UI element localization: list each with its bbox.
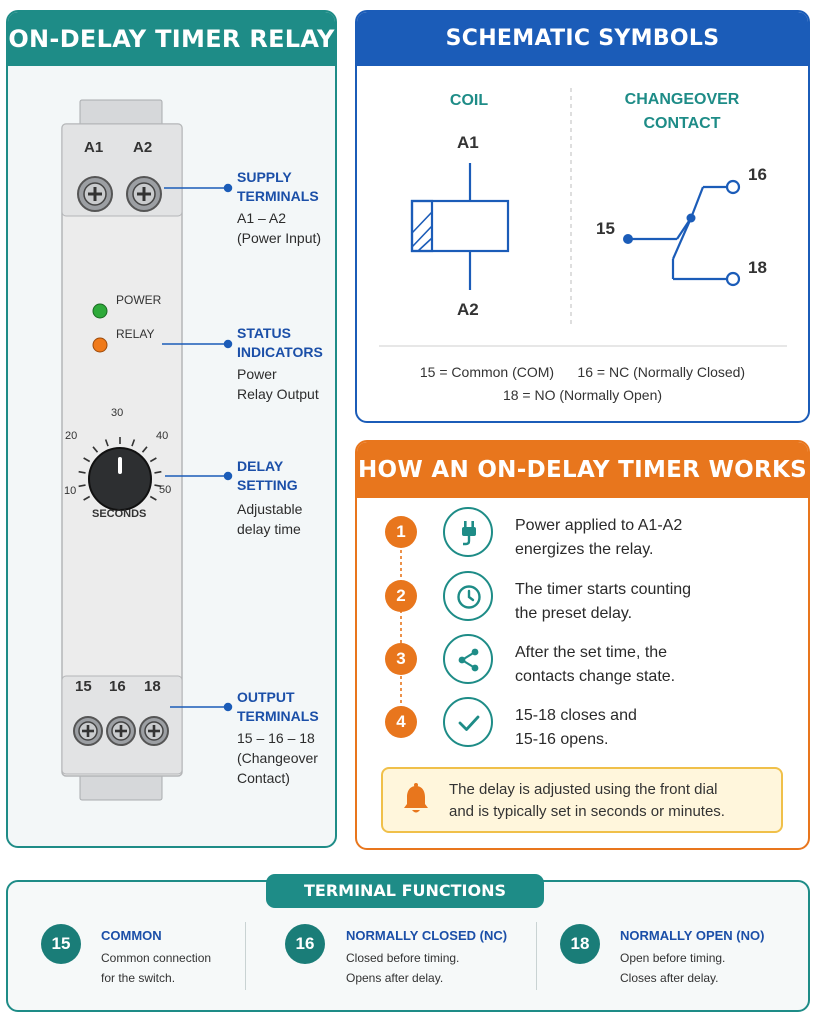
- step-3-badge: 3: [385, 643, 417, 675]
- how-it-works-title: HOW AN ON-DELAY TIMER WORKS: [357, 442, 808, 498]
- step-connector: [400, 538, 402, 720]
- callout-leaders: [162, 183, 233, 712]
- terminal-divider-2: [536, 922, 537, 990]
- callout-supply-title: SUPPLY TERMINALS: [237, 169, 319, 204]
- dial-tick: [83, 495, 91, 501]
- relay-device-illustration: [61, 99, 233, 801]
- schematic-legend-line-1: 15 = Common (COM) 16 = NC (Normally Clos…: [419, 364, 746, 380]
- callout-output-title: OUTPUT TERMINALS: [237, 689, 319, 724]
- terminal-16-badge: 16: [285, 924, 325, 964]
- terminal-16-desc: Closed before timing. Opens after delay.: [346, 951, 460, 985]
- terminal-16-name: NORMALLY CLOSED (NC): [346, 928, 508, 943]
- relay-led: [92, 337, 108, 353]
- terminal-label-a1: A1: [84, 139, 104, 156]
- terminal-18-badge: 18: [560, 924, 600, 964]
- relay-device-panel: ON-DELAY TIMER RELAY: [6, 10, 337, 848]
- terminal-divider-1: [245, 922, 246, 990]
- screw-terminal-15: [73, 716, 103, 746]
- dial-tick: [92, 446, 99, 453]
- changeover-contact-symbol: [623, 179, 741, 287]
- dial-tick: [149, 495, 157, 501]
- share-icon: [443, 634, 493, 684]
- callout-output-sub: 15 – 16 – 18 (Changeover Contact): [237, 730, 318, 786]
- screw-terminal-a2: [126, 176, 162, 212]
- coil-heading: COIL: [449, 92, 489, 109]
- step-2-text: The timer starts counting the preset del…: [515, 581, 692, 622]
- dial-tick: [154, 470, 162, 474]
- plug-icon: [443, 507, 493, 557]
- terminal-functions-title: TERMINAL FUNCTIONS: [266, 874, 544, 908]
- schematic-panel-title: SCHEMATIC SYMBOLS: [357, 12, 808, 66]
- relay-led-label: RELAY: [116, 327, 155, 341]
- dial-tick: [141, 446, 148, 453]
- top-din-clip: [79, 99, 163, 127]
- relay-panel-title: ON-DELAY TIMER RELAY: [8, 12, 335, 66]
- dial-label-50: 50: [159, 484, 172, 496]
- schematic-legend-line-2: 18 = NO (Normally Open): [502, 387, 663, 403]
- terminal-15-name: COMMON: [101, 928, 162, 943]
- step-3-text: After the set time, the contacts change …: [515, 644, 676, 685]
- callout-delay-sub: Adjustable delay time: [237, 501, 303, 537]
- callout-status-title: STATUS INDICATORS: [237, 325, 323, 360]
- power-led-label: POWER: [116, 293, 162, 307]
- contact-label-18: 18: [748, 258, 767, 277]
- schematic-symbols-panel: SCHEMATIC SYMBOLS: [355, 10, 810, 423]
- contact-label-16: 16: [748, 165, 767, 184]
- dial-tick: [149, 457, 157, 463]
- terminal-18-name: NORMALLY OPEN (NO): [620, 928, 765, 943]
- screw-terminal-a1: [77, 176, 113, 212]
- contact-label-15: 15: [596, 219, 615, 238]
- terminal-label-a2: A2: [133, 139, 153, 156]
- callout-status-sub: Power Relay Output: [237, 366, 319, 402]
- dial-tick: [78, 484, 86, 488]
- callout-supply-sub: A1 – A2 (Power Input): [237, 210, 322, 246]
- how-it-works-panel: HOW AN ON-DELAY TIMER WORKS 1 Power appl…: [355, 440, 810, 850]
- terminal-functions-panel: TERMINAL FUNCTIONS 15 COMMON Common conn…: [6, 874, 810, 1012]
- step-1-badge: 1: [385, 516, 417, 548]
- dial-note-text: The delay is adjusted using the front di…: [449, 781, 725, 820]
- step-2-badge: 2: [385, 580, 417, 612]
- contact-heading: CHANGEOVER CONTACT: [624, 91, 740, 132]
- dial-tick: [104, 439, 109, 447]
- dial-label-10: 10: [64, 485, 77, 497]
- screw-terminal-16: [106, 716, 136, 746]
- screw-terminal-18: [139, 716, 169, 746]
- dial-note: The delay is adjusted using the front di…: [381, 767, 783, 833]
- checkmark-icon: [443, 697, 493, 747]
- dial-tick: [83, 457, 91, 463]
- coil-label-a1: A1: [457, 133, 479, 152]
- terminal-15-badge: 15: [41, 924, 81, 964]
- dial-tick-marks: [78, 437, 162, 501]
- dial-tick: [154, 484, 162, 488]
- dial-tick: [131, 439, 136, 447]
- dial-unit-label: SECONDS: [92, 508, 147, 520]
- terminal-15-desc: Common connection for the switch.: [101, 951, 212, 985]
- dial-label-30: 30: [111, 407, 124, 419]
- terminal-label-15: 15: [75, 678, 92, 695]
- terminal-18-desc: Open before timing. Closes after delay.: [620, 951, 726, 985]
- step-4-text: 15-18 closes and 15-16 opens.: [515, 707, 637, 748]
- schematic-drawing: [379, 88, 787, 347]
- coil-label-a2: A2: [457, 300, 479, 319]
- dial-label-20: 20: [65, 430, 78, 442]
- delay-dial: [78, 437, 162, 511]
- bell-icon: [404, 783, 428, 813]
- dial-tick: [78, 470, 86, 474]
- callout-delay-title: DELAY SETTING: [237, 458, 298, 493]
- terminal-label-18: 18: [144, 678, 161, 695]
- coil-symbol: [410, 163, 510, 290]
- terminal-label-16: 16: [109, 678, 126, 695]
- power-led: [92, 303, 108, 319]
- dial-label-40: 40: [156, 430, 169, 442]
- step-1-text: Power applied to A1-A2 energizes the rel…: [515, 517, 683, 558]
- step-4-badge: 4: [385, 706, 417, 738]
- clock-icon: [443, 571, 493, 621]
